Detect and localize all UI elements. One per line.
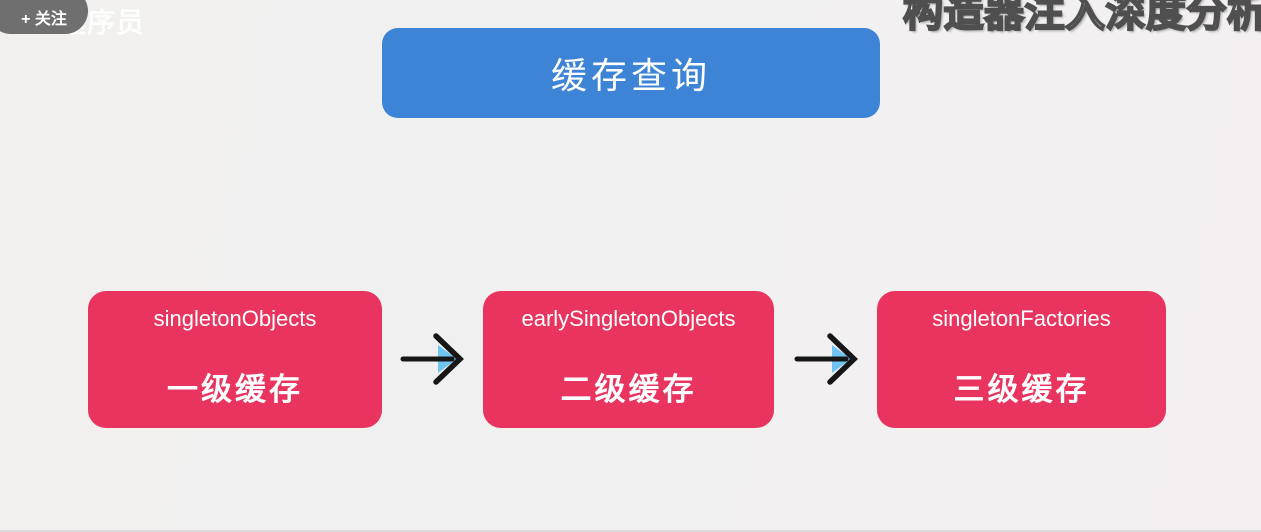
cache-query-header: 缓存查询 bbox=[382, 28, 880, 118]
level3-cache-node: singletonFactories 三级缓存 bbox=[877, 291, 1166, 428]
level1-cache-label: 一级缓存 bbox=[167, 372, 303, 407]
arrow-right-icon bbox=[794, 333, 858, 385]
level1-cache-node: singletonObjects 一级缓存 bbox=[88, 291, 382, 428]
level1-cache-field-name: singletonObjects bbox=[153, 306, 317, 331]
level2-cache-field-name: earlySingletonObjects bbox=[521, 306, 736, 331]
level3-cache-label: 三级缓存 bbox=[953, 372, 1090, 407]
follow-button-label: + 关注 bbox=[21, 11, 67, 28]
arrow-right-icon bbox=[400, 333, 464, 385]
level3-cache-field-name: singletonFactories bbox=[932, 306, 1111, 331]
level2-cache-node: earlySingletonObjects 二级缓存 bbox=[483, 291, 774, 428]
bottom-edge-divider bbox=[0, 530, 1261, 532]
follow-button[interactable]: + 关注 bbox=[0, 0, 88, 34]
level2-cache-label: 二级缓存 bbox=[560, 372, 697, 407]
video-title-watermark: 构造器注入深度分析法 bbox=[902, 0, 1261, 36]
cache-query-header-label: 缓存查询 bbox=[550, 55, 711, 96]
